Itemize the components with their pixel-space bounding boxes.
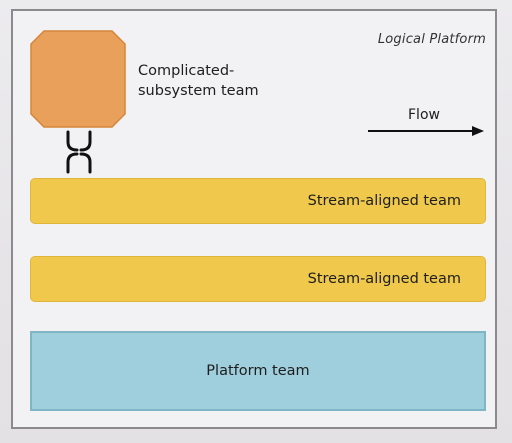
complicated-subsystem-shape	[30, 30, 126, 128]
stream-aligned-team-2: Stream-aligned team	[30, 256, 486, 302]
complicated-subsystem-label: Complicated- subsystem team	[138, 63, 259, 99]
stream-aligned-team-1: Stream-aligned team	[30, 178, 486, 224]
arrow-right-icon	[368, 126, 484, 136]
platform-team-label: Platform team	[206, 363, 310, 379]
platform-team: Platform team	[30, 331, 486, 411]
stream-aligned-team-2-label: Stream-aligned team	[307, 271, 461, 287]
stream-aligned-team-1-label: Stream-aligned team	[307, 193, 461, 209]
frame-title: Logical Platform	[377, 32, 486, 47]
x-as-a-service-icon	[66, 130, 92, 174]
flow-label: Flow	[408, 107, 440, 123]
